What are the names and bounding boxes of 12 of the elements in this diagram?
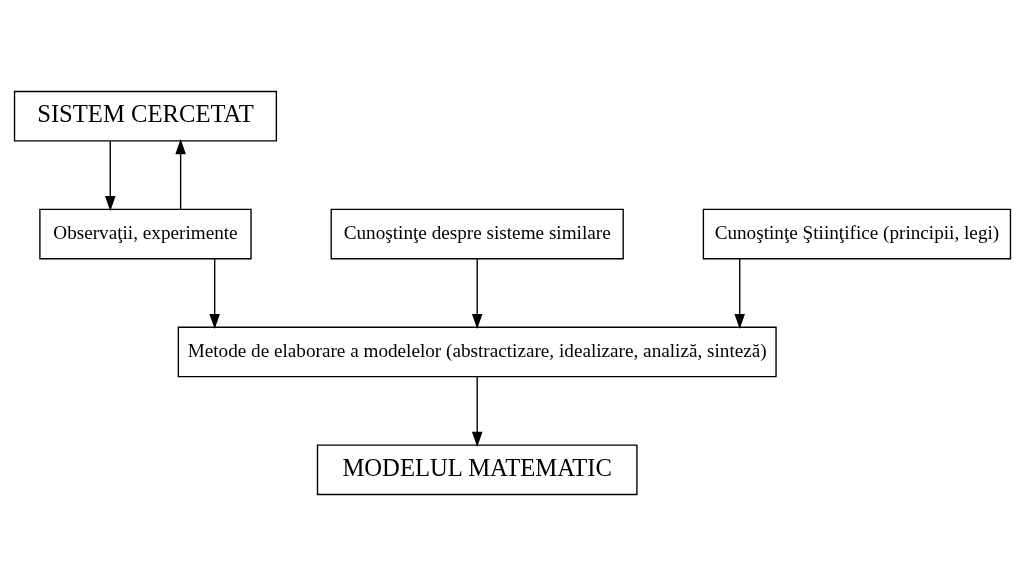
- node-box: Cunoştinţe Ştiinţifice (principii, legi): [702, 208, 1012, 260]
- arrow: [734, 258, 745, 330]
- arrow: [471, 258, 483, 330]
- node-box: SISTEM CERCETAT: [13, 90, 278, 142]
- node-box: Metode de elaborare a modelelor (abstractizare, idealizare, analiză, sinteză): [177, 326, 777, 378]
- arrow: [175, 139, 186, 210]
- arrow: [471, 376, 483, 447]
- arrow: [209, 258, 220, 330]
- node-box: Cunoştinţe despre sisteme similare: [330, 208, 624, 260]
- arrow: [104, 140, 116, 212]
- node-box: Observaţii, experimente: [39, 208, 252, 260]
- node-box: MODELUL MATEMATIC: [316, 444, 638, 496]
